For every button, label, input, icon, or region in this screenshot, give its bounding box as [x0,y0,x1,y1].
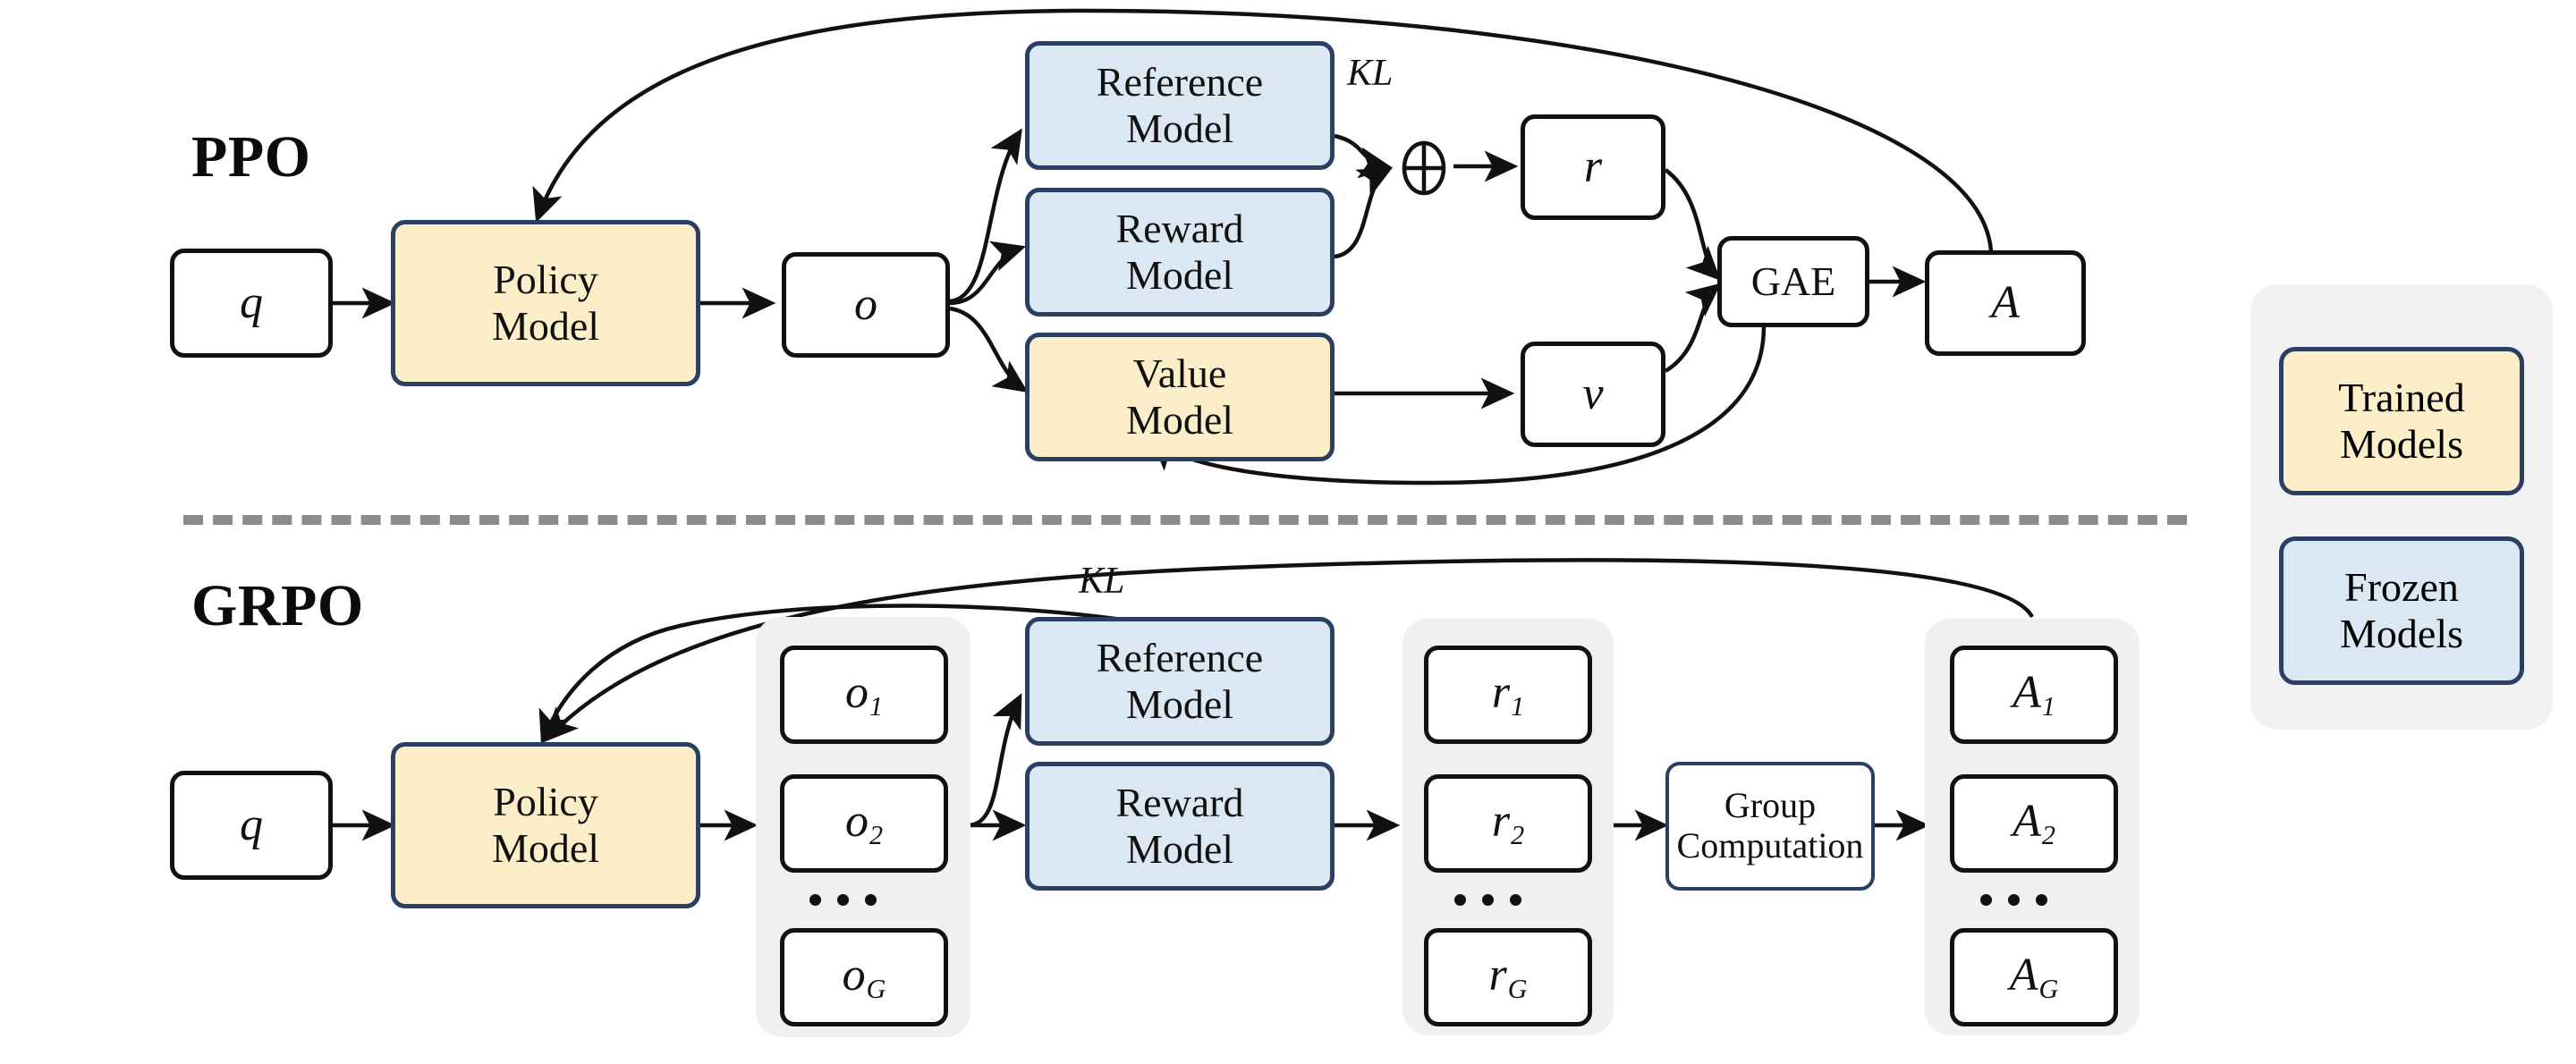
grpo-node-AG: AG [1950,928,2118,1026]
ppo-node-r-label: r [1583,140,1603,192]
ppo-node-a: A [1925,250,2086,356]
legend-item-frozen-models: Frozen Models [2279,536,2524,685]
grpo-policy-model-line1: Policy [493,779,598,825]
ppo-node-a-label: A [1991,276,2020,328]
grpo-node-o2-label: o2 [844,796,884,850]
grpo-node-q: q [170,771,333,880]
grpo-policy-model-line2: Model [491,825,600,871]
ppo-reward-model-line2: Model [1125,252,1234,298]
grpo-node-AG-label: AG [2009,950,2059,1004]
grpo-node-A1: A1 [1950,646,2118,744]
section-title-ppo: PPO [191,124,311,190]
legend-trained-line2: Models [2339,421,2463,467]
grpo-node-oG: oG [780,928,948,1026]
edge-ppo-o-to-reward [949,241,1027,306]
edge-ppo-reward-to-oplus [1334,167,1393,259]
grpo-node-oG-label: oG [842,950,886,1004]
grpo-node-A2-label: A2 [2012,796,2055,850]
ppo-reference-model-line1: Reference [1096,59,1264,106]
edge-ppo-reference-to-oplus [1334,133,1394,179]
ppo-oplus-operator [1392,136,1456,205]
ppo-node-policy-model: Policy Model [391,220,700,386]
edge-ppo-o-to-reference [949,128,1022,304]
grpo-rewards-ellipsis [1454,894,1521,906]
grpo-node-r1: r1 [1424,646,1592,744]
legend-item-trained-models: Trained Models [2279,347,2524,495]
grpo-node-reference-model: Reference Model [1025,617,1335,746]
legend-trained-label: Trained Models [2338,375,2464,469]
ppo-node-o-label: o [854,278,877,330]
grpo-node-rG-label: rG [1488,950,1528,1004]
ppo-value-model-line1: Value [1132,350,1227,397]
ppo-node-q: q [170,249,333,358]
ppo-node-gae: GAE [1717,236,1869,327]
plus-circle-icon [1402,140,1446,196]
ppo-node-q-label: q [240,276,263,328]
legend-trained-line1: Trained [2338,374,2465,420]
edge-ppo-o-to-value [949,306,1029,393]
grpo-group-computation-label: Group Computation [1676,785,1864,866]
legend-frozen-label: Frozen Models [2340,564,2463,658]
ppo-node-v: v [1521,342,1665,447]
grpo-kl-label: KL [1079,561,1125,602]
ppo-node-o: o [782,252,950,358]
ppo-value-model-label: Value Model [1126,350,1233,443]
grpo-node-group-computation: Group Computation [1665,762,1875,891]
ppo-node-r: r [1521,114,1665,220]
ppo-node-value-model: Value Model [1025,333,1335,461]
ppo-reference-model-line2: Model [1125,106,1234,151]
ppo-reward-model-line1: Reward [1115,206,1244,252]
ppo-reward-model-label: Reward Model [1115,206,1243,298]
grpo-node-A2: A2 [1950,774,2118,873]
grpo-reference-model-line2: Model [1125,681,1234,727]
grpo-node-reward-model: Reward Model [1025,762,1335,891]
ppo-node-reference-model: Reference Model [1025,41,1335,170]
grpo-node-A1-label: A1 [2012,667,2055,722]
ppo-reference-model-label: Reference Model [1097,59,1263,151]
ppo-kl-label: KL [1347,53,1394,94]
grpo-node-o1: o1 [780,646,948,744]
grpo-reward-model-line1: Reward [1115,780,1244,826]
ppo-value-model-line2: Model [1125,397,1234,443]
grpo-node-q-label: q [240,798,263,850]
grpo-reference-model-label: Reference Model [1097,635,1263,727]
grpo-reference-model-line1: Reference [1096,635,1264,681]
grpo-node-r2: r2 [1424,774,1592,873]
ppo-node-reward-model: Reward Model [1025,188,1335,317]
grpo-group-computation-line1: Group [1724,785,1817,826]
edge-grpo-outputs-to-reference [967,693,1022,828]
grpo-node-o1-label: o1 [844,667,884,722]
grpo-node-rG: rG [1424,928,1592,1026]
grpo-reward-model-label: Reward Model [1115,780,1243,872]
grpo-reward-model-line2: Model [1125,826,1234,872]
grpo-advantages-ellipsis [1980,894,2047,906]
grpo-node-r2-label: r2 [1491,796,1525,850]
ppo-policy-model-line2: Model [491,303,600,349]
grpo-policy-model-label: Policy Model [492,779,599,871]
edge-ppo-v-to-gae [1664,283,1722,373]
grpo-node-o2: o2 [780,774,948,873]
ppo-policy-model-line1: Policy [493,257,598,303]
ppo-policy-model-label: Policy Model [492,257,599,349]
section-title-grpo: GRPO [191,573,364,638]
edge-ppo-r-to-gae [1664,168,1721,281]
ppo-node-v-label: v [1582,367,1604,419]
ppo-node-gae-label: GAE [1750,258,1836,305]
grpo-outputs-ellipsis [809,894,877,906]
grpo-group-computation-line2: Computation [1676,825,1864,866]
grpo-node-policy-model: Policy Model [391,742,700,908]
section-divider [183,515,2187,525]
legend-frozen-line1: Frozen [2344,563,2459,610]
grpo-node-r1-label: r1 [1491,667,1525,722]
legend-frozen-line2: Models [2340,611,2463,656]
